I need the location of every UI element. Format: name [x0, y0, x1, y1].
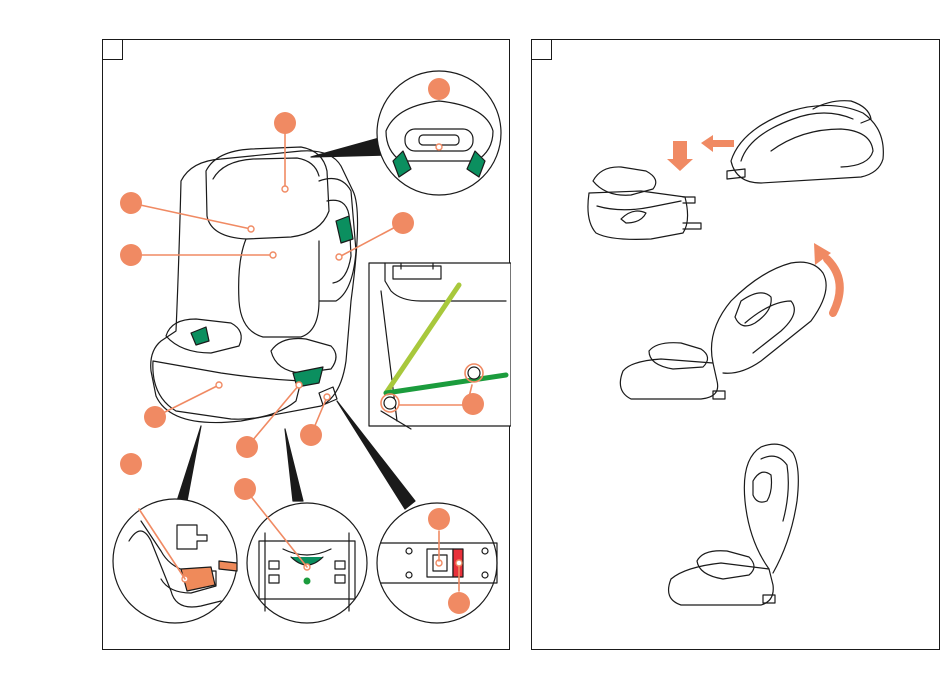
callout-anchor-side-wing [336, 254, 342, 260]
callout-detail-latch [120, 453, 142, 475]
callout-anchor-connector [324, 394, 330, 400]
callout-connector [300, 424, 322, 446]
panel-b-assembly-steps [531, 39, 940, 650]
latch-detail-magnifier [113, 499, 237, 623]
seat-overview-drawing [103, 40, 511, 651]
callout-anchor-back-pad [270, 252, 276, 258]
callout-detail-lock [234, 478, 256, 500]
callout-anchor-latch-green [296, 382, 302, 388]
callout-top-headrest [274, 112, 296, 134]
arrow-rotate-back [827, 259, 840, 313]
callout-belt-clip [462, 393, 484, 415]
callout-anchor-seat [216, 382, 222, 388]
callout-latch-green [236, 436, 258, 458]
lock-detail-magnifier [245, 489, 367, 623]
callout-detail-indicator-top [428, 508, 450, 530]
callout-back-pad [120, 244, 142, 266]
step-attach-base [588, 101, 883, 240]
callout-harness-guide [120, 192, 142, 214]
step-fold-back [620, 262, 826, 399]
arrow-push-down [667, 141, 693, 171]
callout-detail-indicator-bottom [448, 592, 470, 614]
step-upright-seat [669, 444, 799, 605]
callout-anchor-headrest [282, 186, 288, 192]
callout-anchor-harness-guide [248, 226, 254, 232]
assembly-steps-drawing [532, 40, 941, 651]
arrow-slide-left [701, 135, 734, 152]
callout-side-wing [392, 212, 414, 234]
callout-seat [144, 406, 166, 428]
car-seat-illustration [151, 147, 358, 423]
belt-routing-inset [369, 263, 511, 429]
panel-a-seat-overview [102, 39, 510, 650]
callout-isofix-guide [428, 78, 450, 100]
